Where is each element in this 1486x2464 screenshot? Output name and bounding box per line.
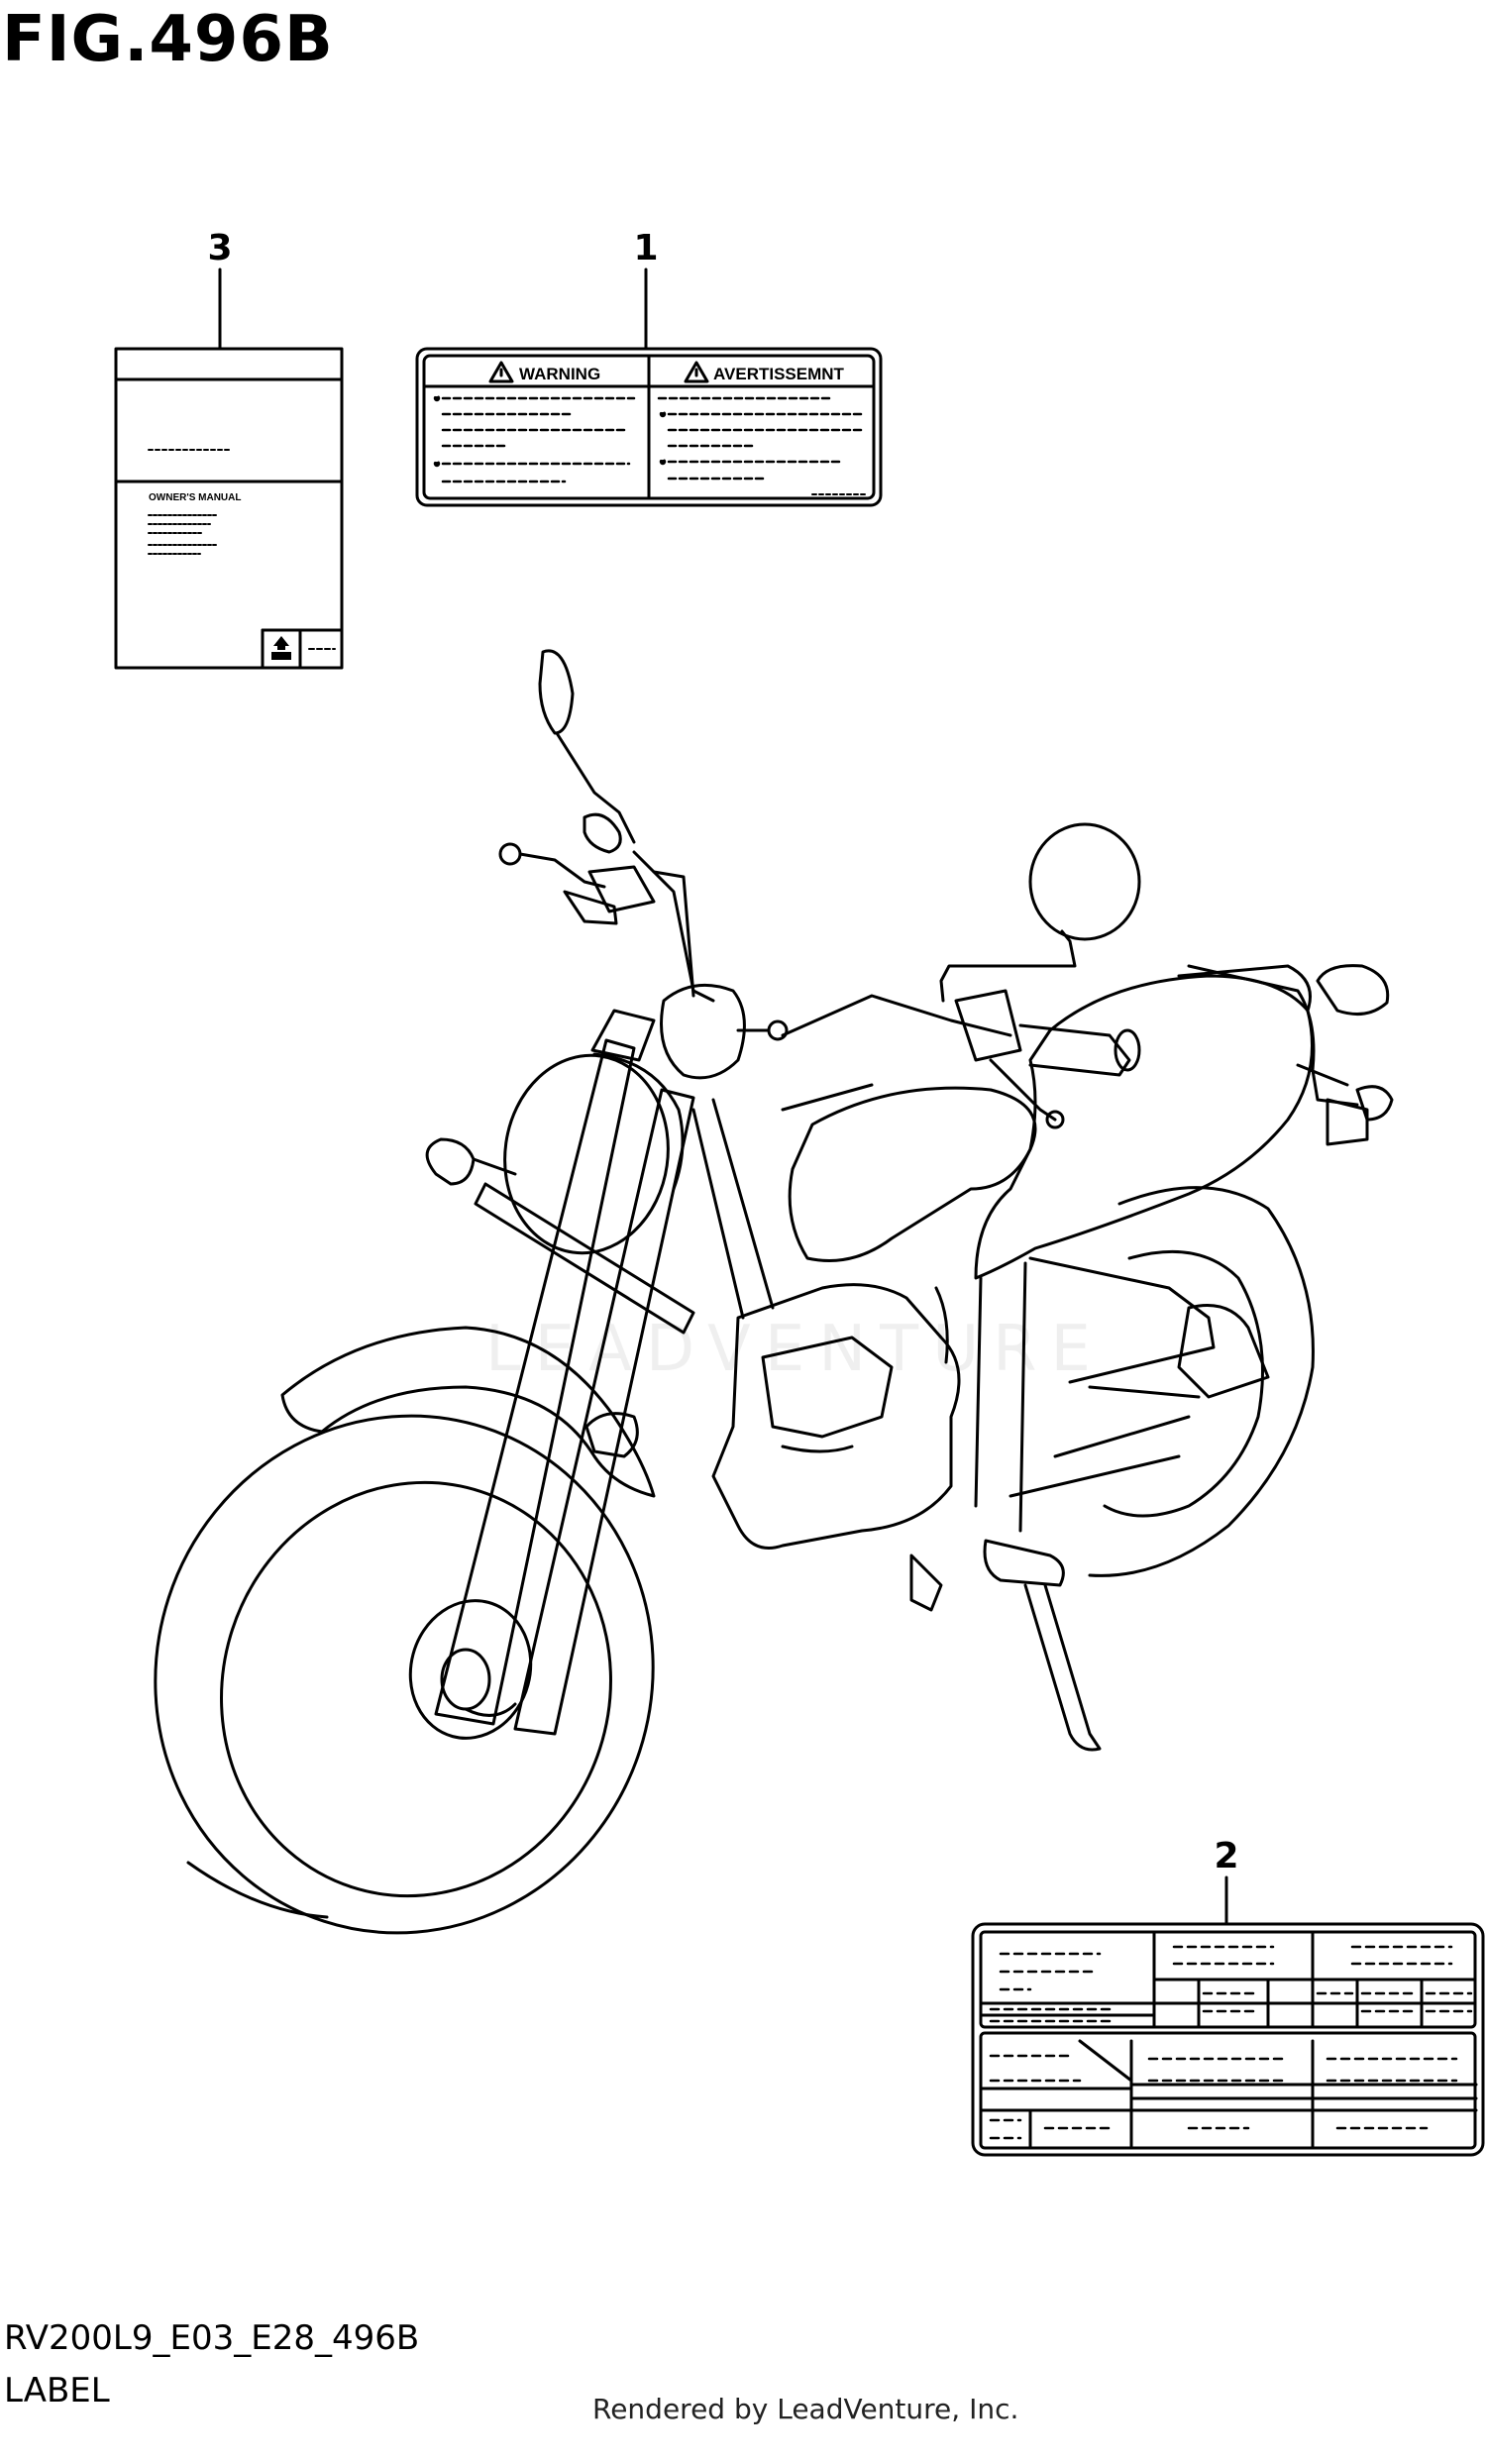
fork-right bbox=[513, 1088, 695, 1736]
warning-label: WARNING AVERTISSEMNT bbox=[415, 347, 883, 507]
left-grip-end bbox=[498, 842, 522, 866]
figure-code: RV200L9_E03_E28_496B bbox=[4, 2318, 420, 2358]
callout-1: 1 bbox=[633, 228, 658, 268]
seat bbox=[974, 974, 1314, 1280]
fork-left bbox=[434, 1038, 636, 1726]
watermark: LEADVENTURE bbox=[485, 1313, 1105, 1386]
manual-symbol-icon bbox=[273, 636, 289, 650]
info-label bbox=[971, 1922, 1485, 2157]
motorcycle bbox=[154, 649, 1394, 1935]
callout-2: 2 bbox=[1214, 1836, 1238, 1876]
avertissement-heading: AVERTISSEMNT bbox=[713, 365, 845, 383]
figure-caption: LABEL bbox=[4, 2371, 110, 2410]
fuel-tank bbox=[788, 1086, 1037, 1262]
left-mirror bbox=[538, 649, 575, 735]
speedometer bbox=[660, 983, 746, 1080]
side-stand bbox=[1023, 1583, 1102, 1752]
figure-title: FIG.496B bbox=[2, 3, 334, 76]
rear-wheel bbox=[1088, 1186, 1315, 1577]
warning-triangle-icon bbox=[488, 361, 514, 383]
owners-manual: OWNER'S MANUAL bbox=[114, 347, 344, 670]
rear-turn-signal bbox=[1316, 964, 1390, 1017]
front-fender bbox=[280, 1326, 656, 1498]
manual-heading: OWNER'S MANUAL bbox=[149, 492, 241, 503]
warning-triangle-icon-fr bbox=[684, 361, 709, 383]
front-wheel bbox=[154, 1414, 655, 1935]
engine bbox=[711, 1283, 961, 1550]
callout-3: 3 bbox=[207, 228, 232, 268]
render-credit: Rendered by LeadVenture, Inc. bbox=[592, 2393, 1019, 2425]
right-mirror bbox=[1028, 822, 1141, 941]
front-turn-signal bbox=[425, 1137, 476, 1186]
warning-heading: WARNING bbox=[519, 365, 600, 383]
